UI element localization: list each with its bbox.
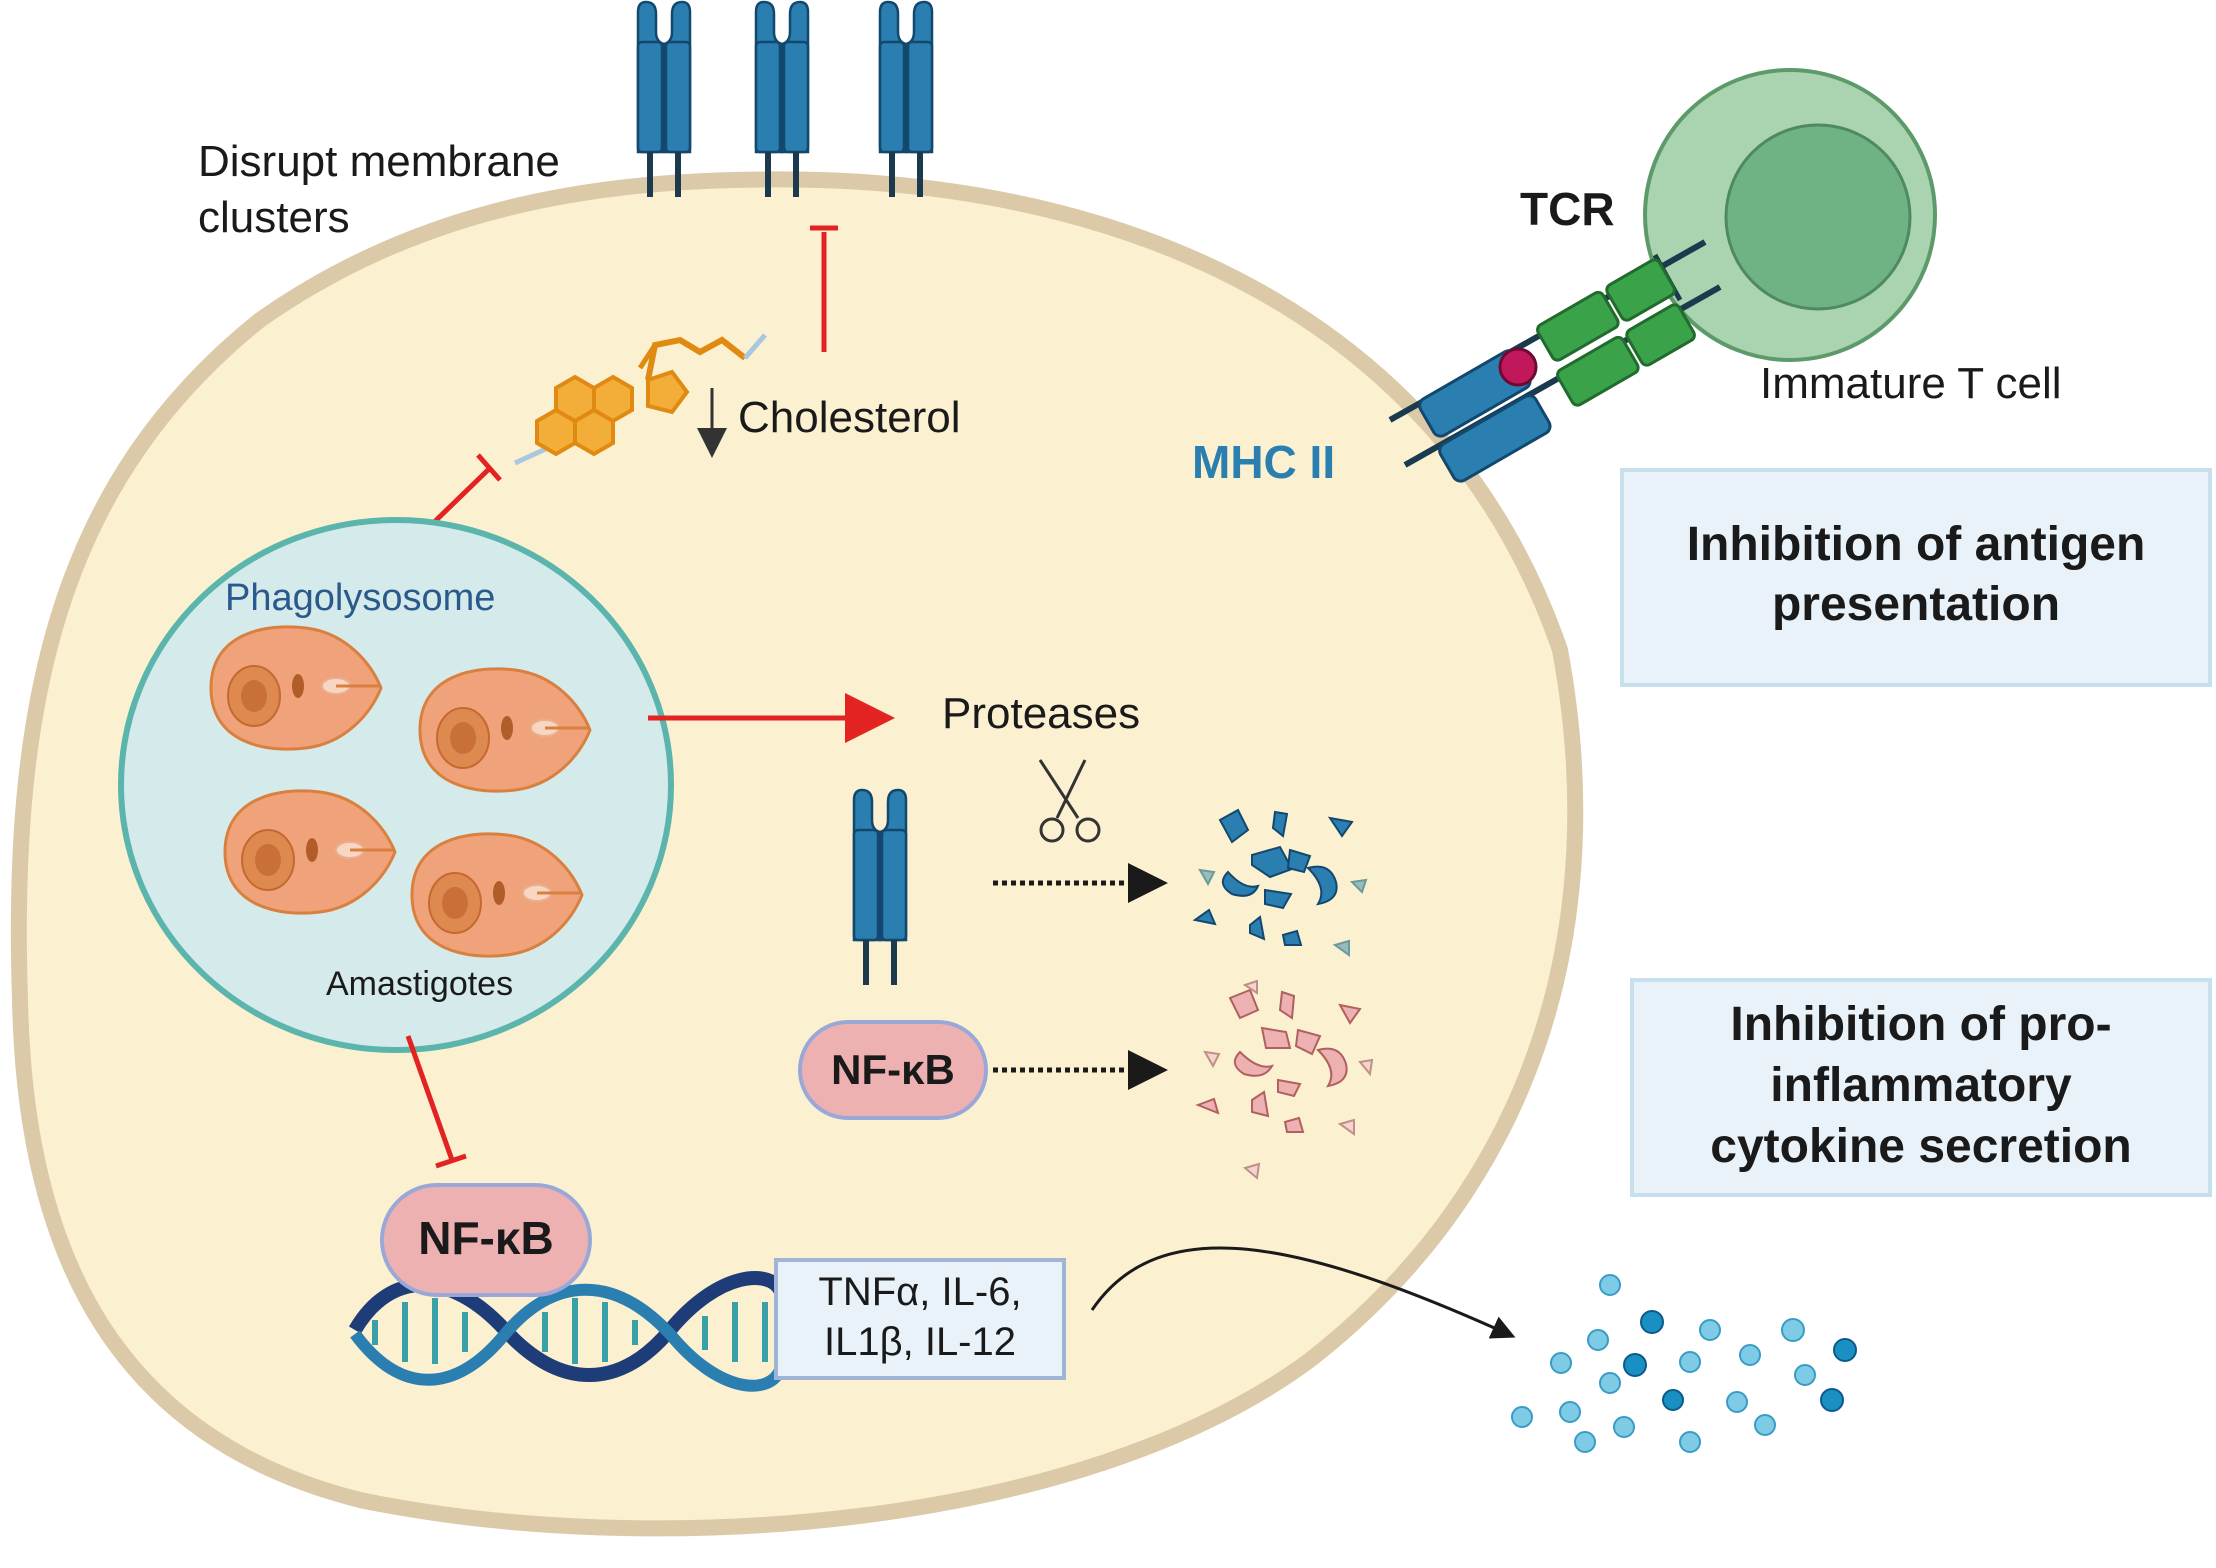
- cytokine-box-line2: inflammatory: [1770, 1059, 2072, 1112]
- immature-t-cell-label: Immature T cell: [1760, 359, 2062, 408]
- cytokines-line2: IL1β, IL-12: [824, 1320, 1016, 1364]
- nfkb-free-label: NF-κB: [831, 1046, 955, 1093]
- receptor-fragments: [1192, 808, 1354, 946]
- cytokine-gene-box: TNFα, IL-6, IL1β, IL-12: [774, 1258, 1066, 1380]
- nfkb-on-dna: NF-κB: [380, 1183, 592, 1297]
- immature-t-cell: [1643, 68, 1937, 362]
- mhc-tcr-complex: [1388, 239, 1722, 483]
- nfkb-fragments: [1195, 988, 1362, 1133]
- antigen-box-line2: presentation: [1772, 578, 2060, 631]
- nfkb-free: NF-κB: [798, 1020, 988, 1120]
- membrane-receptor-1: [638, 2, 690, 197]
- cytokine-secretion-arrow: [1090, 1246, 1516, 1339]
- membrane-receptor-2: [756, 2, 808, 197]
- disrupt-label-line2: clusters: [198, 193, 350, 242]
- tcr-label: TCR: [1520, 183, 1615, 235]
- cholesterol-label: Cholesterol: [738, 393, 961, 442]
- nfkb-dna-label: NF-κB: [418, 1212, 554, 1264]
- antigen-inhibition-box: Inhibition of antigen presentation: [1620, 468, 2212, 687]
- cytokine-box-line3: cytokine secretion: [1710, 1120, 2132, 1173]
- cytokine-box-line1: Inhibition of pro-: [1730, 998, 2111, 1051]
- disrupt-label-line1: Disrupt membrane: [198, 137, 560, 186]
- cytokines-line1: TNFα, IL-6,: [818, 1270, 1021, 1314]
- secreted-cytokines: [1511, 1274, 1857, 1453]
- mhc-label: MHC II: [1192, 436, 1335, 488]
- phagolysosome-label: Phagolysosome: [225, 577, 495, 619]
- cytokine-inhibition-box: Inhibition of pro- inflammatory cytokine…: [1630, 978, 2212, 1197]
- inhibition-line-nfkb: [405, 1035, 455, 1161]
- proteases-label: Proteases: [942, 689, 1140, 738]
- cholesterol-molecule: [513, 333, 767, 466]
- membrane-receptor-3: [880, 2, 932, 197]
- scissors-icon: [1038, 759, 1101, 843]
- amastigotes-label: Amastigotes: [326, 965, 513, 1003]
- antigen-box-line1: Inhibition of antigen: [1687, 518, 2146, 571]
